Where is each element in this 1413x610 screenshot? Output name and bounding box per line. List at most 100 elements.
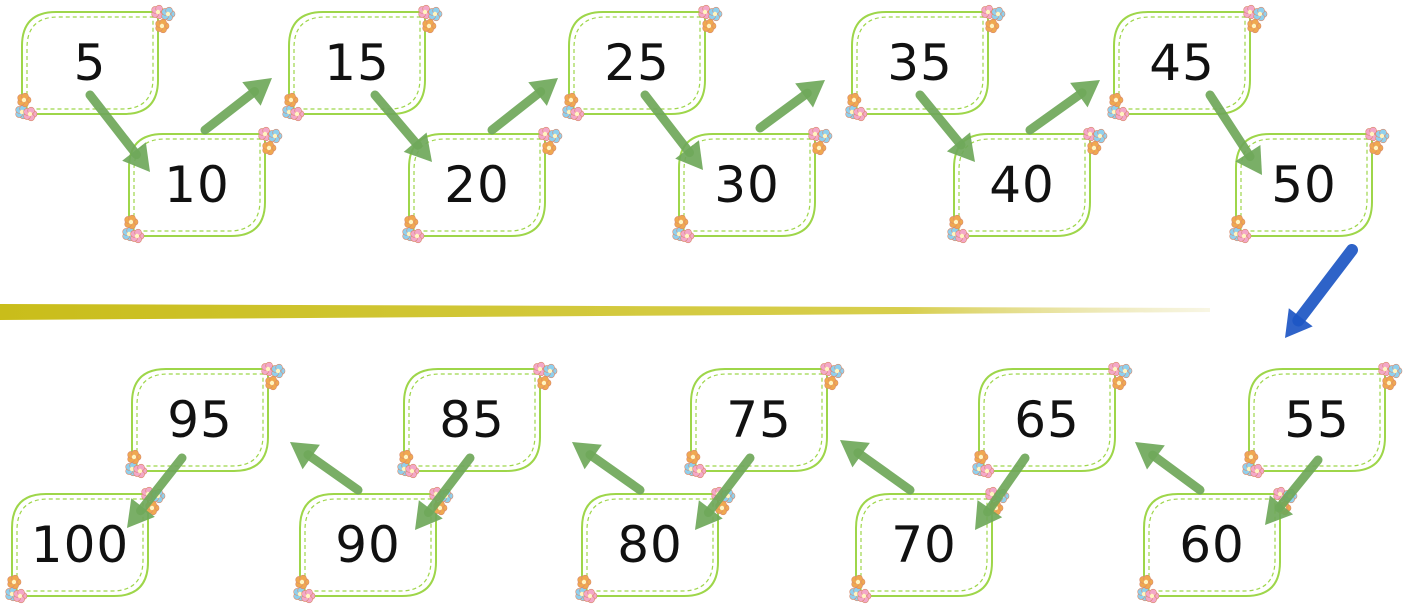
arrow-60-to-65 bbox=[1135, 442, 1205, 495]
number-box-25: 25 bbox=[562, 4, 723, 122]
flower-icon bbox=[1139, 574, 1154, 590]
number-box-55: 55 bbox=[1242, 361, 1403, 479]
flower-icon bbox=[564, 92, 579, 108]
arrow-25-to-30 bbox=[640, 90, 703, 170]
flower-icon bbox=[1375, 128, 1390, 144]
flower-icon bbox=[1093, 128, 1108, 144]
flower-icon bbox=[1083, 126, 1098, 142]
flower-icon bbox=[284, 92, 299, 108]
flower-icon bbox=[13, 588, 28, 604]
arrow-65-to-70 bbox=[975, 453, 1030, 530]
flower-icon bbox=[1388, 363, 1403, 379]
arrow-55-to-60 bbox=[1265, 455, 1323, 525]
flower-icon bbox=[857, 588, 872, 604]
box-frame bbox=[845, 4, 1006, 122]
box-frame bbox=[562, 4, 723, 122]
box-frame bbox=[402, 126, 563, 244]
flower-icon bbox=[1244, 449, 1259, 465]
arrow-90-to-95 bbox=[290, 442, 363, 495]
flower-icon bbox=[674, 214, 689, 230]
flower-icon bbox=[538, 126, 553, 142]
number-label: 70 bbox=[891, 516, 957, 574]
flower-icon bbox=[124, 214, 139, 230]
number-label: 50 bbox=[1271, 156, 1337, 214]
flower-icon bbox=[542, 140, 557, 156]
flower-icon bbox=[1115, 106, 1130, 122]
arrow-35-to-40 bbox=[915, 90, 975, 162]
number-label: 30 bbox=[714, 156, 780, 214]
flower-icon bbox=[702, 18, 717, 34]
number-label: 90 bbox=[335, 516, 401, 574]
flower-icon bbox=[133, 463, 148, 479]
box-frame bbox=[947, 126, 1108, 244]
flower-icon bbox=[692, 463, 707, 479]
flower-icon bbox=[1369, 140, 1384, 156]
flower-icon bbox=[271, 363, 286, 379]
flower-icon bbox=[1231, 214, 1246, 230]
divider-line bbox=[0, 304, 1210, 320]
number-label: 40 bbox=[989, 156, 1055, 214]
number-label: 20 bbox=[444, 156, 510, 214]
box-frame bbox=[282, 4, 443, 122]
arrow-30-to-35 bbox=[755, 80, 825, 133]
box-frame bbox=[849, 486, 1010, 604]
flower-icon bbox=[851, 574, 866, 590]
arrow-80-to-85 bbox=[572, 442, 645, 495]
flower-icon bbox=[715, 500, 730, 516]
flower-icon bbox=[130, 228, 145, 244]
number-box-75: 75 bbox=[684, 361, 845, 479]
flower-icon bbox=[290, 106, 305, 122]
flower-icon bbox=[301, 588, 316, 604]
flower-icon bbox=[268, 128, 283, 144]
flower-icon bbox=[1247, 18, 1262, 34]
flower-icon bbox=[161, 6, 176, 22]
arrow-20-to-25 bbox=[487, 78, 558, 135]
box-frame bbox=[1107, 4, 1268, 122]
number-box-5: 5 bbox=[15, 4, 176, 122]
flower-icon bbox=[262, 140, 277, 156]
flower-icon bbox=[428, 6, 443, 22]
box-frame bbox=[1242, 361, 1403, 479]
number-box-85: 85 bbox=[397, 361, 558, 479]
flower-icon bbox=[151, 4, 166, 20]
number-box-65: 65 bbox=[972, 361, 1133, 479]
flower-icon bbox=[127, 449, 142, 465]
flower-icon bbox=[1109, 92, 1124, 108]
box-frame bbox=[684, 361, 845, 479]
flower-icon bbox=[537, 375, 552, 391]
flower-icon bbox=[410, 228, 425, 244]
flower-icon bbox=[1145, 588, 1160, 604]
number-box-70: 70 bbox=[849, 486, 1010, 604]
number-box-35: 35 bbox=[845, 4, 1006, 122]
flower-icon bbox=[1118, 363, 1133, 379]
number-label: 5 bbox=[73, 34, 107, 92]
flower-icon bbox=[847, 92, 862, 108]
arrow-50-to-55 bbox=[1285, 244, 1358, 338]
flower-icon bbox=[399, 449, 414, 465]
number-label: 15 bbox=[324, 34, 390, 92]
flower-icon bbox=[955, 228, 970, 244]
flower-icon bbox=[686, 449, 701, 465]
number-box-50: 50 bbox=[1229, 126, 1390, 244]
number-label: 85 bbox=[439, 391, 505, 449]
flower-icon bbox=[824, 375, 839, 391]
flower-icon bbox=[570, 106, 585, 122]
arrow-10-to-15 bbox=[200, 78, 272, 135]
arrow-15-to-20 bbox=[370, 90, 432, 162]
flower-icon bbox=[680, 228, 695, 244]
number-label: 10 bbox=[164, 156, 230, 214]
flower-icon bbox=[405, 463, 420, 479]
flower-icon bbox=[708, 6, 723, 22]
flower-icon bbox=[1237, 228, 1252, 244]
number-box-10: 10 bbox=[122, 126, 283, 244]
number-box-95: 95 bbox=[125, 361, 286, 479]
box-frame bbox=[972, 361, 1133, 479]
flower-icon bbox=[548, 128, 563, 144]
flower-icon bbox=[1382, 375, 1397, 391]
flower-icon bbox=[23, 106, 38, 122]
number-label: 80 bbox=[617, 516, 683, 574]
number-label: 60 bbox=[1179, 516, 1245, 574]
flower-icon bbox=[295, 574, 310, 590]
arrow-85-to-90 bbox=[415, 453, 475, 530]
